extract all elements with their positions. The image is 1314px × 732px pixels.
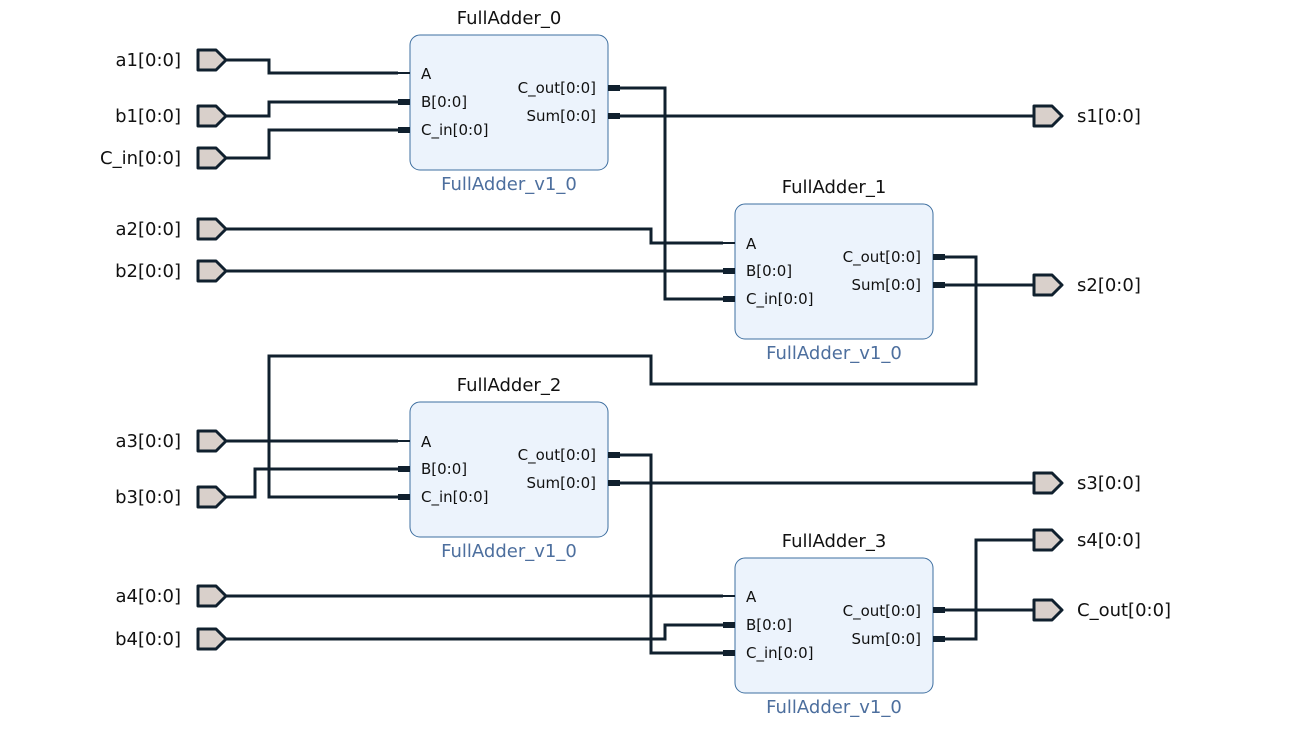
- net-b1[interactable]: [226, 100, 398, 118]
- output-port-icon: [1032, 471, 1064, 495]
- output-port-c-out[interactable]: C_out[0:0]: [1032, 598, 1171, 622]
- block-fulladder-0[interactable]: FullAdder_0 FullAdder_v1_0 A B[0:0] C_in…: [398, 8, 620, 195]
- nets: [226, 58, 1034, 655]
- input-port-label: b3[0:0]: [115, 487, 181, 508]
- output-port-icon: [1032, 273, 1064, 297]
- net-b3[interactable]: [226, 467, 398, 499]
- pin-label-a: A: [746, 235, 757, 253]
- net-carry-2[interactable]: [620, 453, 723, 655]
- pin-label-sum: Sum[0:0]: [527, 107, 597, 125]
- pin-label-c-in: C_in[0:0]: [746, 644, 814, 663]
- input-port-c-in[interactable]: C_in[0:0]: [100, 146, 228, 170]
- input-port-label: a3[0:0]: [116, 431, 182, 452]
- output-port-s4[interactable]: s4[0:0]: [1032, 528, 1141, 552]
- net-s4[interactable]: [945, 538, 1034, 641]
- output-port-s3[interactable]: s3[0:0]: [1032, 471, 1141, 495]
- block-fulladder-3[interactable]: FullAdder_3 FullAdder_v1_0 A B[0:0] C_in…: [723, 531, 945, 718]
- output-port-s1[interactable]: s1[0:0]: [1032, 104, 1141, 128]
- net-c-in[interactable]: [226, 128, 398, 160]
- net-carry-1[interactable]: [267, 255, 978, 499]
- block-instance-name: FullAdder_0: [457, 8, 562, 29]
- pin-label-c-out: C_out[0:0]: [518, 446, 596, 465]
- input-port-icon: [196, 259, 228, 283]
- pin-label-a: A: [421, 65, 432, 83]
- pin-label-b: B[0:0]: [421, 460, 467, 478]
- pin-label-c-in: C_in[0:0]: [746, 290, 814, 309]
- output-port-s2[interactable]: s2[0:0]: [1032, 273, 1141, 297]
- block-type-name: FullAdder_v1_0: [766, 343, 902, 364]
- output-port-label: C_out[0:0]: [1077, 600, 1171, 621]
- input-port-icon: [196, 485, 228, 509]
- input-port-label: C_in[0:0]: [100, 148, 181, 169]
- input-port-label: b1[0:0]: [115, 106, 181, 127]
- output-ports: s1[0:0] s2[0:0] s3[0:0] s4[0:0] C_out[0:…: [1032, 104, 1171, 622]
- block-fulladder-1[interactable]: FullAdder_1 FullAdder_v1_0 A B[0:0] C_in…: [723, 177, 945, 364]
- net-a1[interactable]: [226, 58, 398, 75]
- input-port-a3[interactable]: a3[0:0]: [116, 429, 228, 453]
- pin-label-c-out: C_out[0:0]: [843, 602, 921, 621]
- input-port-icon: [196, 146, 228, 170]
- output-port-label: s4[0:0]: [1077, 530, 1141, 551]
- input-port-icon: [196, 584, 228, 608]
- pin-label-b: B[0:0]: [421, 93, 467, 111]
- pin-label-c-in: C_in[0:0]: [421, 488, 489, 507]
- pin-label-c-in: C_in[0:0]: [421, 121, 489, 140]
- block-instance-name: FullAdder_1: [782, 177, 887, 198]
- pin-label-sum: Sum[0:0]: [852, 276, 922, 294]
- input-port-icon: [196, 48, 228, 72]
- output-port-icon: [1032, 104, 1064, 128]
- block-type-name: FullAdder_v1_0: [441, 541, 577, 562]
- pin-label-a: A: [421, 433, 432, 451]
- block-instance-name: FullAdder_2: [457, 375, 562, 396]
- input-ports: a1[0:0] b1[0:0] C_in[0:0] a2[0:0] b2[0:0…: [100, 48, 228, 651]
- block-type-name: FullAdder_v1_0: [766, 697, 902, 718]
- input-port-label: a4[0:0]: [116, 586, 182, 607]
- input-port-icon: [196, 627, 228, 651]
- pin-label-c-out: C_out[0:0]: [518, 79, 596, 98]
- net-carry-0[interactable]: [620, 86, 723, 301]
- input-port-b1[interactable]: b1[0:0]: [115, 104, 228, 128]
- output-port-label: s2[0:0]: [1077, 275, 1141, 296]
- pin-label-a: A: [746, 588, 757, 606]
- input-port-b4[interactable]: b4[0:0]: [115, 627, 228, 651]
- pin-label-c-out: C_out[0:0]: [843, 248, 921, 267]
- net-a2[interactable]: [226, 227, 723, 245]
- pin-label-b: B[0:0]: [746, 616, 792, 634]
- block-type-name: FullAdder_v1_0: [441, 174, 577, 195]
- input-port-icon: [196, 217, 228, 241]
- output-port-icon: [1032, 598, 1064, 622]
- block-instance-name: FullAdder_3: [782, 531, 887, 552]
- output-port-label: s1[0:0]: [1077, 106, 1141, 127]
- output-port-icon: [1032, 528, 1064, 552]
- input-port-icon: [196, 429, 228, 453]
- input-port-b2[interactable]: b2[0:0]: [115, 259, 228, 283]
- net-b4[interactable]: [226, 623, 723, 641]
- input-port-a2[interactable]: a2[0:0]: [116, 217, 228, 241]
- output-port-label: s3[0:0]: [1077, 473, 1141, 494]
- pin-label-b: B[0:0]: [746, 262, 792, 280]
- input-port-label: b4[0:0]: [115, 629, 181, 650]
- input-port-label: a1[0:0]: [116, 50, 182, 71]
- input-port-a4[interactable]: a4[0:0]: [116, 584, 228, 608]
- input-port-b3[interactable]: b3[0:0]: [115, 485, 228, 509]
- pin-label-sum: Sum[0:0]: [852, 630, 922, 648]
- input-port-label: b2[0:0]: [115, 261, 181, 282]
- input-port-icon: [196, 104, 228, 128]
- block-fulladder-2[interactable]: FullAdder_2 FullAdder_v1_0 A B[0:0] C_in…: [398, 375, 620, 562]
- pin-label-sum: Sum[0:0]: [527, 474, 597, 492]
- input-port-label: a2[0:0]: [116, 219, 182, 240]
- input-port-a1[interactable]: a1[0:0]: [116, 48, 228, 72]
